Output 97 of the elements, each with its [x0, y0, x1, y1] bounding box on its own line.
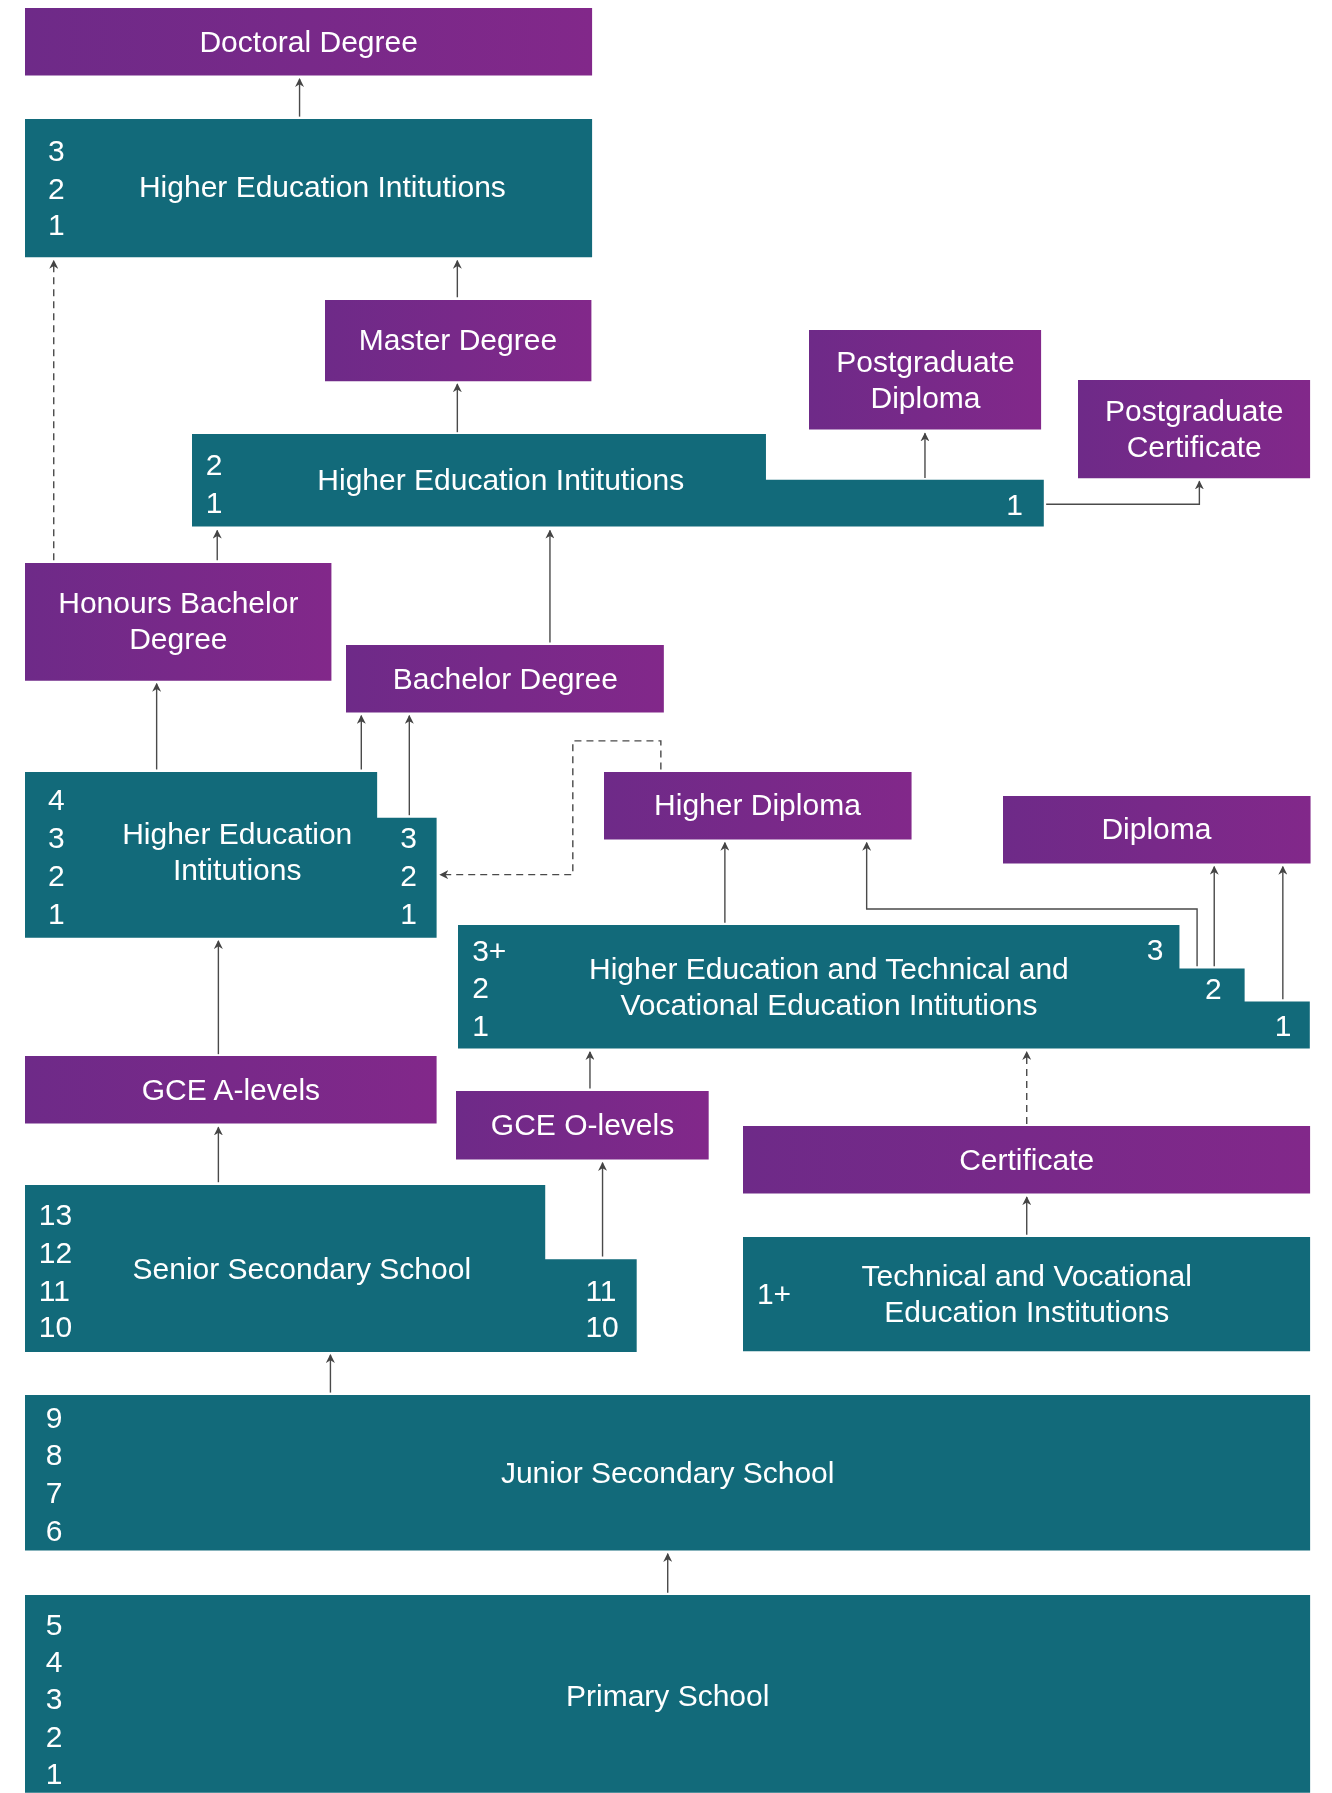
year-number: 3 [400, 820, 417, 857]
qualification-name: Postgraduate Certificate [1103, 392, 1285, 465]
year-number: 1 [472, 1007, 489, 1044]
qualification-box [743, 1126, 1311, 1194]
dashed-arrow [1022, 1051, 1032, 1125]
year-number: 3+ [472, 933, 507, 970]
qualification-name: Master Degree [357, 322, 559, 359]
year-number: 2 [48, 857, 65, 894]
year-number: 3 [1146, 932, 1164, 969]
year-number: 2 [472, 969, 489, 1006]
qualification-box [324, 299, 592, 381]
qualification-box [603, 771, 912, 840]
year-number: 10 [38, 1309, 73, 1346]
year-number: 12 [38, 1235, 73, 1272]
dashed-arrow [49, 259, 59, 561]
year-number: 4 [45, 1644, 63, 1681]
year-number: 11 [585, 1272, 617, 1309]
arrow [598, 1161, 608, 1258]
arrow [213, 1126, 223, 1183]
qualification-box [25, 8, 593, 76]
year-number: 8 [45, 1437, 63, 1474]
qualification-box [346, 644, 665, 713]
institution-name: Senior Secondary School [131, 1251, 473, 1288]
year-number: 1 [1006, 487, 1023, 524]
institution-name: Higher Education Intitutions [137, 169, 507, 206]
arrow [720, 841, 730, 924]
year-number: 2 [48, 170, 65, 207]
arrow [452, 259, 462, 298]
year-number: 9 [45, 1399, 63, 1436]
year-number: 2 [1205, 970, 1222, 1007]
year-number: 5 [45, 1606, 63, 1643]
arrow [152, 682, 162, 771]
institution-name: Junior Secondary School [499, 1454, 836, 1491]
qualification-box [25, 562, 332, 681]
arrow [920, 432, 930, 479]
year-number: 3 [48, 820, 65, 857]
arrow [1209, 865, 1219, 967]
arrow [585, 1051, 595, 1090]
qualification-name: Higher Diploma [653, 787, 862, 824]
qualification-box [1002, 795, 1311, 864]
qualification-name: Certificate [958, 1141, 1096, 1178]
institution-name: Technical and Vocational Education Institutions [860, 1258, 1193, 1331]
education-level-box [25, 1394, 1311, 1551]
year-number: 2 [45, 1718, 63, 1755]
year-number: 1 [48, 207, 65, 244]
year-number: 1 [205, 485, 223, 522]
year-number: 11 [38, 1272, 70, 1309]
year-number: 3 [48, 132, 65, 169]
qualification-name: Diploma [1100, 811, 1213, 848]
institution-name: Higher Education Intitutions [121, 815, 354, 888]
year-number: 4 [48, 782, 65, 819]
year-number: 1 [400, 895, 417, 932]
year-number: 3 [45, 1681, 63, 1717]
qualification-name: Bachelor Degree [391, 660, 619, 697]
arrow [452, 383, 462, 433]
year-number: 13 [38, 1197, 73, 1234]
arrow [1278, 865, 1288, 1000]
institution-name: Primary School [565, 1677, 771, 1714]
qualification-box [25, 1056, 437, 1124]
year-number: 1+ [756, 1276, 792, 1313]
arrow [862, 841, 1198, 967]
arrow [545, 529, 555, 644]
institution-name: Higher Education and Technical and Vocational Education Intitutions [588, 950, 1070, 1023]
year-number: 1 [1274, 1007, 1292, 1044]
education-level-box [458, 924, 1311, 1049]
institution-name: Higher Education Intitutions [316, 462, 686, 499]
qualification-box [456, 1090, 709, 1160]
qualification-name: GCE A-levels [140, 1072, 322, 1109]
year-number: 6 [45, 1512, 63, 1549]
education-level-box [192, 434, 1044, 528]
qualification-name: GCE O-levels [489, 1107, 676, 1144]
arrow [1045, 480, 1204, 505]
arrow [356, 714, 366, 771]
arrow [213, 940, 223, 1055]
education-level-box [25, 1184, 637, 1352]
qualification-name: Honours Bachelor Degree [57, 585, 300, 658]
year-number: 2 [205, 447, 223, 484]
arrow [1022, 1196, 1032, 1236]
arrow [404, 714, 414, 816]
education-level-box [743, 1237, 1311, 1352]
year-number: 2 [400, 857, 417, 894]
education-level-box [25, 1594, 1311, 1793]
qualification-box [809, 330, 1042, 430]
education-level-box [25, 771, 437, 938]
arrow [663, 1552, 673, 1594]
year-number: 1 [45, 1756, 63, 1793]
qualification-name: Doctoral Degree [198, 23, 419, 60]
year-number: 1 [48, 895, 65, 932]
arrow [325, 1353, 335, 1394]
qualification-box [1078, 379, 1311, 478]
qualification-name: Postgraduate Diploma [835, 344, 1016, 417]
year-number: 7 [45, 1475, 63, 1512]
dashed-arrow [439, 740, 662, 880]
arrow [212, 529, 222, 561]
education-level-box [25, 118, 593, 258]
year-number: 10 [585, 1309, 619, 1346]
arrow [295, 78, 305, 118]
